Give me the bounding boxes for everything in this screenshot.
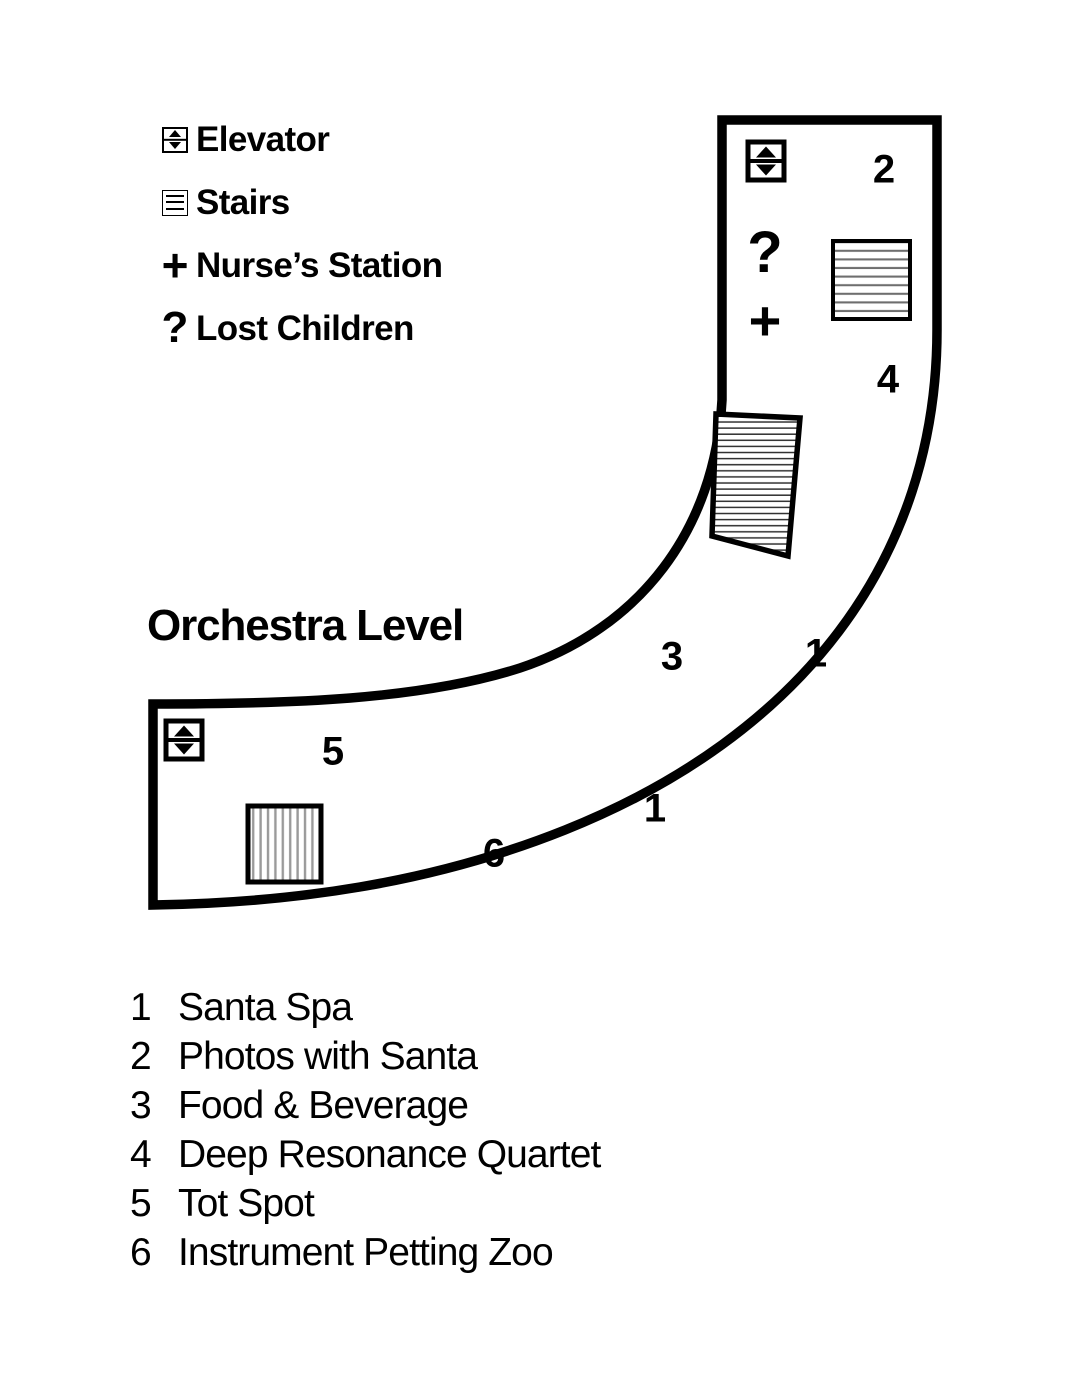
key-label: Santa Spa xyxy=(178,986,353,1029)
map-zone-number: 5 xyxy=(322,730,344,774)
key-number: 3 xyxy=(130,1084,152,1127)
stairs-icon xyxy=(158,186,192,220)
legend-item-elevator: Elevator xyxy=(158,108,678,171)
legend-item-lost-children: ? Lost Children xyxy=(158,297,678,360)
nurses-station-marker: + xyxy=(749,289,782,352)
key-label: Instrument Petting Zoo xyxy=(178,1231,554,1274)
key-number: 2 xyxy=(130,1035,152,1078)
legend-item-label: Lost Children xyxy=(196,309,414,348)
map-zone-number: 6 xyxy=(483,832,505,876)
map-zone-number: 3 xyxy=(661,635,683,679)
list-item: 4 Deep Resonance Quartet xyxy=(130,1135,830,1184)
map-key-list: 1 Santa Spa 2 Photos with Santa 3 Food &… xyxy=(130,988,830,1282)
legend-item-label: Nurse’s Station xyxy=(196,246,443,285)
key-number: 6 xyxy=(130,1231,152,1274)
question-mark-icon: ? xyxy=(158,305,192,349)
floorplan-outline xyxy=(148,115,942,910)
legend-item-label: Elevator xyxy=(196,120,330,159)
legend-item-label: Stairs xyxy=(196,183,290,222)
key-label: Deep Resonance Quartet xyxy=(178,1133,601,1176)
list-item: 1 Santa Spa xyxy=(130,988,830,1037)
plus-glyph: + xyxy=(161,238,189,291)
plus-icon: + xyxy=(158,242,192,288)
list-item: 3 Food & Beverage xyxy=(130,1086,830,1135)
map-zone-number: 1 xyxy=(805,632,827,676)
key-number: 5 xyxy=(130,1182,152,1225)
floor-title: Orchestra Level xyxy=(147,601,464,650)
list-item: 6 Instrument Petting Zoo xyxy=(130,1233,830,1282)
map-legend: Elevator Stairs + Nurse’s Station ? Lost… xyxy=(158,108,678,360)
list-item: 2 Photos with Santa xyxy=(130,1037,830,1086)
key-number: 4 xyxy=(130,1133,152,1176)
map-zone-number: 2 xyxy=(873,148,895,192)
legend-item-stairs: Stairs xyxy=(158,171,678,234)
seating-block-curved xyxy=(709,411,803,560)
question-mark-glyph: ? xyxy=(161,302,189,352)
lost-children-marker: ? xyxy=(747,220,782,285)
key-label: Food & Beverage xyxy=(178,1084,469,1127)
key-label: Photos with Santa xyxy=(178,1035,478,1078)
list-item: 5 Tot Spot xyxy=(130,1184,830,1233)
seating-block-upper-right xyxy=(831,239,912,321)
map-zone-number: 4 xyxy=(877,358,900,402)
elevator-icon xyxy=(158,123,192,157)
seating-block-lower-left xyxy=(245,803,324,885)
map-zone-number: 1 xyxy=(644,787,666,831)
key-label: Tot Spot xyxy=(178,1182,315,1225)
elevator-marker-lower[interactable] xyxy=(163,718,205,762)
elevator-marker-upper[interactable] xyxy=(745,139,787,183)
legend-item-nurses-station: + Nurse’s Station xyxy=(158,234,678,297)
orchestra-level-floorplan: ? + 2 4 3 1 5 1 6 xyxy=(148,115,942,910)
key-number: 1 xyxy=(130,986,152,1029)
